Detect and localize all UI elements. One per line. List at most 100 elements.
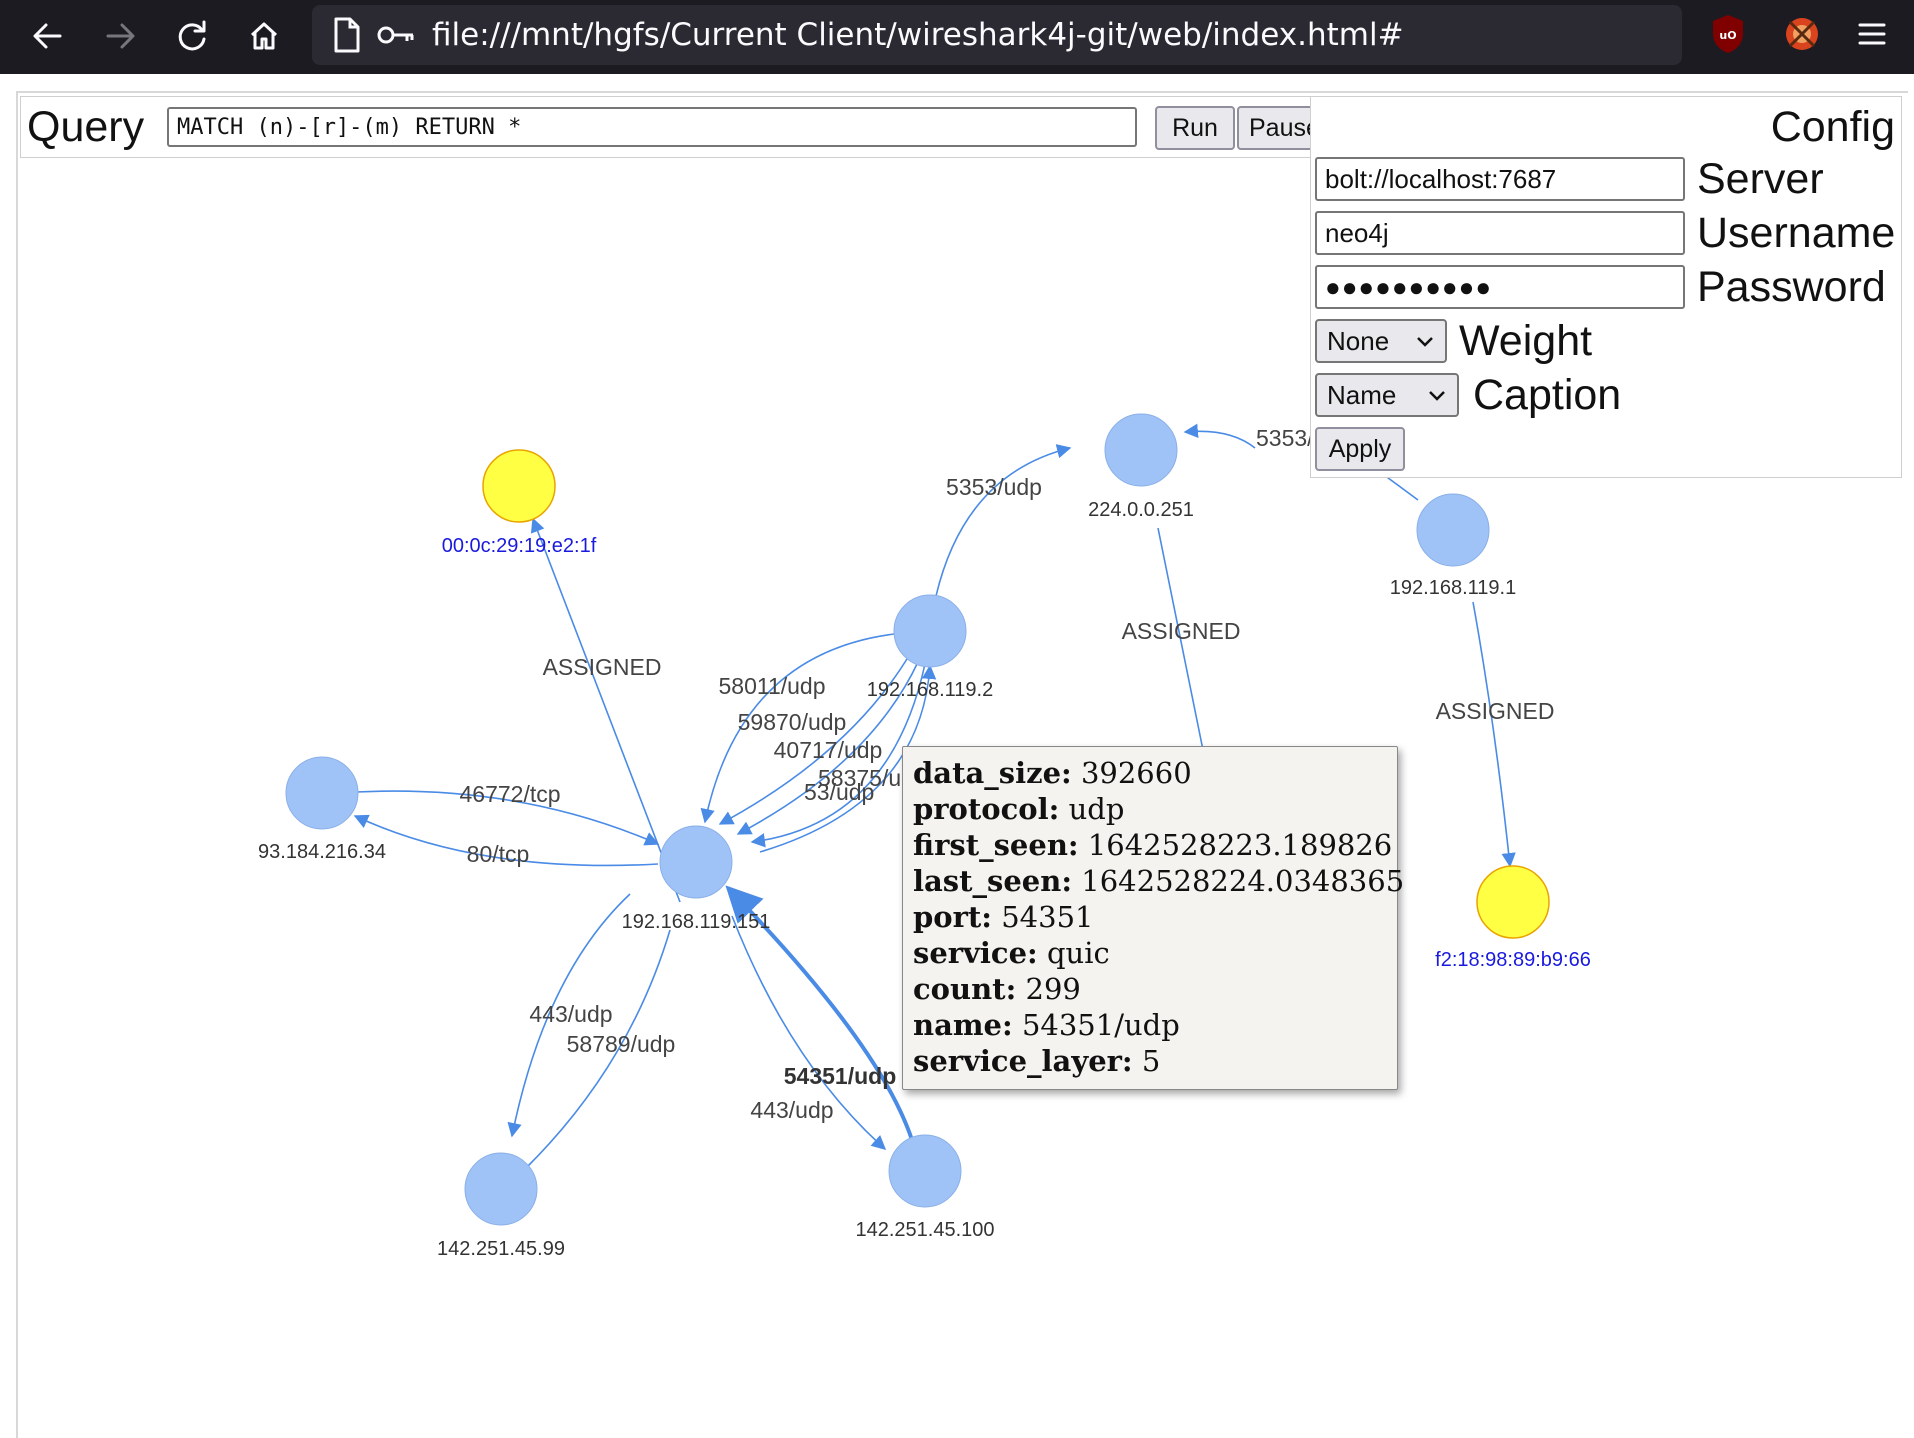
- caption-select[interactable]: Name: [1315, 373, 1459, 417]
- extension-icon[interactable]: [1780, 12, 1824, 61]
- node-h2[interactable]: [893, 594, 967, 668]
- edge-58789: [527, 929, 671, 1167]
- svg-text:uO: uO: [1719, 29, 1736, 42]
- tooltip-row: service_layer: 5: [913, 1043, 1387, 1079]
- edge-label-58011: 58011/udp: [718, 673, 825, 699]
- edge-label-80: 80/tcp: [467, 841, 530, 867]
- weight-select[interactable]: None: [1315, 319, 1447, 363]
- edge-label-59870: 59870/udp: [738, 709, 847, 735]
- node-label-gw: 192.168.119.1: [1390, 577, 1516, 599]
- tooltip-value: 392660: [1080, 756, 1192, 790]
- weight-label: Weight: [1459, 317, 1593, 365]
- edge-label-40717: 40717/udp: [774, 737, 883, 763]
- edge-80: [353, 814, 659, 867]
- node-ext1[interactable]: [285, 756, 359, 830]
- tooltip-row: protocol: udp: [913, 791, 1387, 827]
- edge-label-46772: 46772/tcp: [459, 781, 560, 807]
- url-text: file:///mnt/hgfs/Current Client/wireshar…: [432, 17, 1404, 53]
- tooltip-value: quic: [1046, 936, 1110, 970]
- node-mac2[interactable]: [1476, 865, 1550, 939]
- page-icon: [328, 13, 364, 62]
- password-input[interactable]: [1315, 265, 1685, 309]
- tooltip-value: 1642528224.0348365: [1081, 864, 1405, 898]
- tooltip-key: last_seen:: [913, 864, 1073, 898]
- ublock-origin-icon[interactable]: uO: [1708, 12, 1748, 61]
- edge-53: [759, 664, 937, 853]
- tooltip-value: 54351: [1001, 900, 1094, 934]
- node-g100[interactable]: [888, 1134, 962, 1208]
- forward-icon[interactable]: [94, 10, 146, 62]
- caption-label: Caption: [1473, 371, 1622, 419]
- tooltip-value: 299: [1025, 972, 1081, 1006]
- node-label-g100: 142.251.45.100: [855, 1219, 994, 1241]
- tooltip-row: port: 54351: [913, 899, 1387, 935]
- tooltip-key: protocol:: [913, 792, 1060, 826]
- server-label: Server: [1697, 155, 1824, 203]
- edge-label-54351: 54351/udp: [784, 1063, 897, 1089]
- tooltip-key: name:: [913, 1008, 1013, 1042]
- edge-label-assigned-2: ASSIGNED: [1122, 618, 1241, 644]
- home-icon[interactable]: [238, 10, 290, 62]
- node-label-mdns: 224.0.0.251: [1088, 499, 1194, 521]
- node-local[interactable]: [659, 825, 733, 899]
- edge-label-5353b: 5353/: [1256, 425, 1314, 451]
- tooltip-key: count:: [913, 972, 1017, 1006]
- edge-54351: [725, 885, 914, 1141]
- key-icon[interactable]: [374, 13, 418, 62]
- query-input[interactable]: [167, 107, 1137, 147]
- node-label-ext1: 93.184.216.34: [258, 841, 386, 863]
- server-input[interactable]: [1315, 157, 1685, 201]
- tooltip-row: count: 299: [913, 971, 1387, 1007]
- config-panel: Config Server Username Password None Wei…: [1310, 96, 1902, 478]
- run-button[interactable]: Run: [1155, 106, 1235, 150]
- tooltip-key: port:: [913, 900, 992, 934]
- node-label-mac2: f2:18:98:89:b9:66: [1435, 949, 1591, 971]
- node-mdns[interactable]: [1104, 413, 1178, 487]
- node-label-local: 192.168.119.151: [622, 911, 771, 933]
- chevron-down-icon: [1415, 327, 1435, 367]
- edge-46772: [355, 790, 660, 846]
- edge-40717: [736, 661, 919, 835]
- edge-58011: [700, 633, 895, 824]
- page-content: 00:0c:29:19:e2:1f 224.0.0.251 192.168.11…: [0, 74, 1914, 1438]
- edge-59870: [718, 653, 911, 825]
- graph-canvas[interactable]: 00:0c:29:19:e2:1f 224.0.0.251 192.168.11…: [0, 74, 1914, 1434]
- query-label: Query: [27, 103, 145, 151]
- menu-icon[interactable]: [1852, 12, 1892, 61]
- tooltip-value: udp: [1068, 792, 1125, 826]
- edge-label-443a: 443/udp: [529, 1001, 612, 1027]
- node-label-g99: 142.251.45.99: [437, 1238, 565, 1260]
- tooltip-row: last_seen: 1642528224.0348365: [913, 863, 1404, 899]
- edge-label-assigned-3: ASSIGNED: [1436, 698, 1555, 724]
- apply-button[interactable]: Apply: [1315, 427, 1405, 471]
- reload-icon[interactable]: [166, 10, 218, 62]
- url-bar[interactable]: file:///mnt/hgfs/Current Client/wireshar…: [312, 5, 1682, 65]
- tooltip-value: 54351/udp: [1021, 1008, 1180, 1042]
- node-gw[interactable]: [1416, 493, 1490, 567]
- edge-gw-mdns: [1183, 423, 1256, 449]
- tooltip-row: data_size: 392660: [913, 755, 1387, 791]
- node-label-mac1: 00:0c:29:19:e2:1f: [442, 535, 597, 557]
- tooltip-row: service: quic: [913, 935, 1387, 971]
- node-label-h2: 192.168.119.2: [867, 679, 993, 701]
- username-input[interactable]: [1315, 211, 1685, 255]
- query-bar: Query Run Pause: [20, 96, 1332, 158]
- edge-58375: [750, 663, 926, 848]
- tooltip-key: first_seen:: [913, 828, 1079, 862]
- back-icon[interactable]: [22, 10, 74, 62]
- tooltip-key: service_layer:: [913, 1044, 1133, 1078]
- edge-assigned-mdns: [1157, 527, 1204, 751]
- node-g99[interactable]: [464, 1152, 538, 1226]
- node-mac1[interactable]: [482, 449, 556, 523]
- tooltip-value: 1642528223.189826: [1087, 828, 1393, 862]
- tooltip-key: data_size:: [913, 756, 1072, 790]
- tooltip-row: first_seen: 1642528223.189826: [913, 827, 1392, 863]
- browser-toolbar: file:///mnt/hgfs/Current Client/wireshar…: [0, 0, 1914, 74]
- edge-label-5353a: 5353/udp: [946, 474, 1042, 500]
- edge-label-58789: 58789/udp: [567, 1031, 676, 1057]
- edge-h2-mdns: [935, 444, 1072, 597]
- weight-selected-value: None: [1327, 326, 1390, 356]
- tooltip-key: service:: [913, 936, 1038, 970]
- caption-selected-value: Name: [1327, 380, 1397, 410]
